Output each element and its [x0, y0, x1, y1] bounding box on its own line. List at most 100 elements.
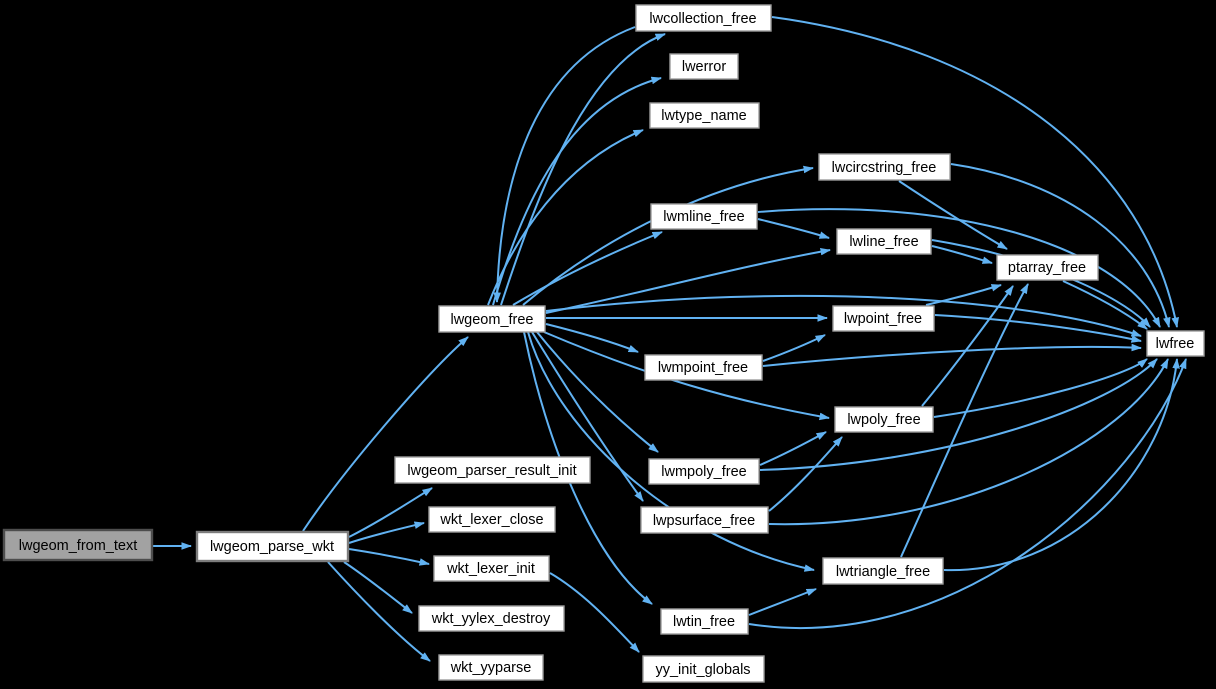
edge-lwline_free-ptarray_free: [931, 245, 993, 264]
edge-lwgeom_free-lwpsurface_free: [531, 331, 644, 502]
node-lwcollection-free[interactable]: lwcollection_free: [635, 4, 772, 32]
node-label: lwpoly_free: [847, 412, 920, 428]
node-box: [832, 305, 935, 332]
edge-lwpoint_free-ptarray_free: [925, 284, 1002, 306]
node-label: lwcollection_free: [649, 11, 756, 27]
edge-lwmpoint_free-lwpoint_free: [762, 334, 826, 362]
node-lwline-free[interactable]: lwline_free: [836, 228, 932, 255]
node-box: [669, 53, 739, 80]
node-box: [2, 528, 154, 562]
edge-lwtriangle_free-ptarray_free: [900, 283, 1029, 558]
node-lwfree[interactable]: lwfree: [1146, 330, 1205, 357]
edge-lwtin_free-lwfree: [748, 358, 1187, 630]
edge-lwmpoint_free-lwfree: [762, 343, 1142, 367]
node-wkt-lexer-close[interactable]: wkt_lexer_close: [428, 506, 556, 533]
edge-lwpsurface_free-lwpoly_free: [768, 436, 843, 512]
node-box: [996, 254, 1099, 281]
edge-lwgeom_free-lwmpoint_free: [545, 323, 639, 353]
node-label: lwgeom_parse_wkt: [210, 539, 334, 555]
edge-lwmline_free-lwfree: [757, 208, 1161, 328]
node-box: [660, 608, 749, 635]
node-label: lwgeom_from_text: [19, 538, 137, 554]
node-box: [1146, 330, 1205, 357]
node-box: [650, 203, 758, 230]
node-label: wkt_yyparse: [450, 660, 532, 676]
edge-lwgeom_parse_wkt-lwgeom_parser_result_init: [348, 487, 433, 538]
edge-lwtriangle_free-lwfree: [943, 358, 1180, 572]
node-box: [418, 605, 565, 632]
node-lwmline-free[interactable]: lwmline_free: [650, 203, 758, 230]
node-lwtriangle-free[interactable]: lwtriangle_free: [822, 557, 944, 585]
node-box: [648, 458, 760, 485]
node-lwtype-name[interactable]: lwtype_name: [649, 102, 760, 129]
node-box: [640, 506, 769, 534]
node-box: [438, 305, 546, 333]
edge-lwgeom_parse_wkt-wkt_lexer_init: [348, 548, 430, 566]
node-ptarray-free[interactable]: ptarray_free: [996, 254, 1099, 281]
node-label: lwerror: [682, 59, 726, 75]
edge-lwgeom_free-lwtin_free: [523, 331, 653, 605]
edge-lwgeom_parse_wkt-wkt_lexer_close: [348, 521, 425, 544]
node-lwpoly-free[interactable]: lwpoly_free: [834, 406, 934, 433]
node-label: lwmpoly_free: [661, 464, 746, 480]
node-box: [635, 4, 772, 32]
edge-lwmline_free-lwline_free: [757, 218, 830, 239]
node-label: lwtype_name: [661, 108, 746, 124]
node-label: lwmpoint_free: [658, 360, 748, 376]
node-box: [438, 654, 544, 681]
edge-lwgeom_free-lwline_free: [545, 247, 831, 314]
node-wkt-yyparse[interactable]: wkt_yyparse: [438, 654, 544, 681]
edge-lwcircstring_free-lwfree: [950, 163, 1171, 328]
edge-lwpoly_free-lwfree: [933, 358, 1148, 418]
edge-lwgeom_free-lwmpoly_free: [536, 331, 659, 453]
node-label: lwtin_free: [673, 614, 735, 630]
edge-lwgeom_parse_wkt-wkt_yylex_destroy: [343, 561, 413, 614]
node-layer: lwgeom_from_text lwgeom_parse_wkt lwgeom…: [2, 4, 1205, 683]
node-label: lwline_free: [849, 234, 918, 250]
edge-lwpsurface_free-lwfree: [768, 358, 1169, 526]
node-lwcircstring-free[interactable]: lwcircstring_free: [818, 153, 951, 181]
edge-lwgeom_parse_wkt-wkt_yyparse: [327, 561, 431, 662]
node-box: [644, 354, 763, 381]
edge-lwgeom_parse_wkt-lwgeom_free: [302, 336, 469, 532]
edge-lwmpoly_free-lwpoly_free: [759, 431, 827, 466]
edge-lwgeom_free-lwpoly_free: [543, 331, 830, 421]
node-lwpoint-free[interactable]: lwpoint_free: [832, 305, 935, 332]
node-label: lwmline_free: [663, 209, 744, 225]
node-wkt-yylex-destroy[interactable]: wkt_yylex_destroy: [418, 605, 565, 632]
node-label: lwtriangle_free: [836, 564, 930, 580]
node-lwpsurface-free[interactable]: lwpsurface_free: [640, 506, 769, 534]
node-label: wkt_lexer_close: [439, 512, 543, 528]
node-lwgeom-free[interactable]: lwgeom_free: [438, 305, 546, 333]
node-yy-init-globals[interactable]: yy_init_globals: [642, 655, 765, 683]
edge-lwgeom_free-lwfree: [545, 294, 1142, 337]
node-box: [433, 555, 550, 582]
node-label: lwgeom_parser_result_init: [407, 463, 576, 479]
edge-lwcircstring_free-ptarray_free: [898, 180, 1008, 250]
node-lwgeom-parser-result-init[interactable]: lwgeom_parser_result_init: [394, 456, 591, 484]
node-label: wkt_yylex_destroy: [431, 611, 551, 627]
node-box: [649, 102, 760, 129]
node-wkt-lexer-init[interactable]: wkt_lexer_init: [433, 555, 550, 582]
node-lwerror[interactable]: lwerror: [669, 53, 739, 80]
node-label: lwpsurface_free: [653, 513, 755, 529]
node-lwtin-free[interactable]: lwtin_free: [660, 608, 749, 635]
edge-wkt_lexer_init-yy_init_globals: [549, 572, 640, 653]
edge-lwgeom_free-lwtriangle_free: [527, 331, 815, 572]
edge-lwtin_free-lwtriangle_free: [748, 588, 817, 616]
edge-lwgeom_free-lwmline_free: [512, 231, 663, 306]
node-lwgeom-parse-wkt[interactable]: lwgeom_parse_wkt: [195, 530, 350, 563]
edge-lwmpoly_free-lwfree: [759, 358, 1158, 471]
edge-lwgeom_free-lwtype_name: [487, 129, 644, 306]
edge-lwcollection_free-lwfree: [771, 16, 1179, 328]
node-label: yy_init_globals: [655, 662, 750, 678]
node-label: lwgeom_free: [450, 312, 533, 328]
node-label: wkt_lexer_init: [446, 561, 535, 577]
node-label: ptarray_free: [1008, 260, 1086, 276]
edge-lwpoly_free-ptarray_free: [921, 285, 1014, 407]
node-lwmpoint-free[interactable]: lwmpoint_free: [644, 354, 763, 381]
node-lwmpoly-free[interactable]: lwmpoly_free: [648, 458, 760, 485]
node-lwgeom-from-text[interactable]: lwgeom_from_text: [2, 528, 154, 562]
